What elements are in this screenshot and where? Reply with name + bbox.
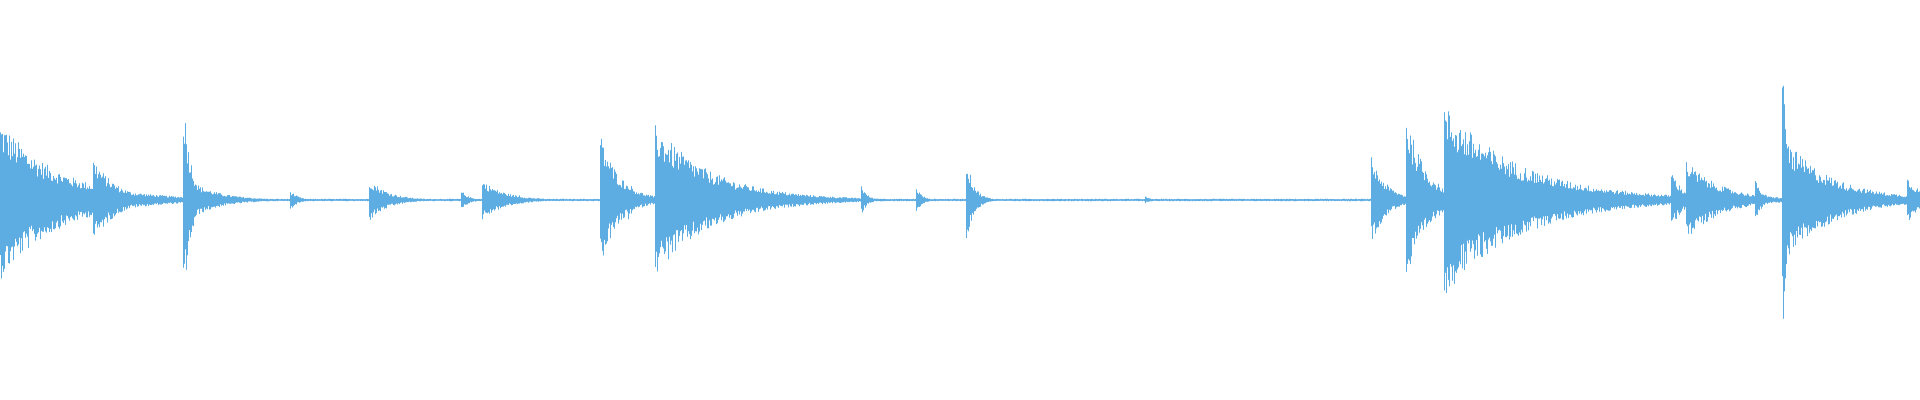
- waveform-peaks: [0, 85, 1920, 319]
- waveform-path: [0, 85, 1920, 319]
